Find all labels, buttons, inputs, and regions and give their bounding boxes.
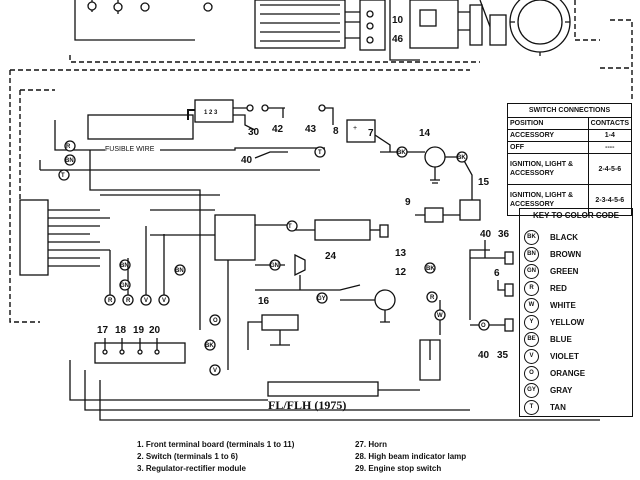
legend-item: 29. Engine stop switch [355, 464, 442, 473]
table-row: IGNITION, LIGHT & ACCESSORY 2-3-4-5-6 [507, 184, 633, 216]
label-18: 18 [115, 325, 127, 336]
table-row: ACCESSORY 1-4 [507, 129, 633, 142]
wire-v3: V [213, 368, 217, 374]
label-40a: 40 [241, 155, 253, 166]
label-40b: 40 [480, 229, 492, 240]
legend-item: 3. Regulator-rectifier module [137, 464, 246, 473]
wire-bk1: BK [397, 150, 406, 156]
switch-connections-table: SWITCH CONNECTIONS POSITION CONTACTS ACC… [507, 103, 633, 216]
table-row: OFF ---- [507, 141, 633, 154]
wire-bn2: BN [120, 263, 129, 269]
label-35: 35 [497, 350, 509, 361]
center-module [214, 214, 256, 261]
wire-t3: T [288, 224, 292, 230]
legend-item: 27. Horn [355, 440, 388, 449]
legend-item: 28. High beam indicator lamp [355, 452, 467, 461]
label-36: 36 [498, 229, 510, 240]
legend-item: 1. Front terminal board (terminals 1 to … [137, 440, 295, 449]
col-contacts-header: CONTACTS [587, 117, 633, 130]
label-40c: 40 [478, 350, 490, 361]
label-46: 46 [392, 34, 404, 45]
wire-r1: R [66, 144, 71, 150]
label-10: 10 [392, 15, 404, 26]
col-position-header: POSITION [507, 117, 589, 130]
wire-bn3: BN [175, 268, 184, 274]
switch-table-title: SWITCH CONNECTIONS [507, 103, 632, 117]
svg-text:1 2 3: 1 2 3 [204, 110, 218, 116]
wire-r3: R [126, 298, 131, 304]
label-15: 15 [478, 177, 490, 188]
diagram-title: FL/FLH (1975) [268, 398, 346, 412]
wire-gn2: GN [120, 283, 129, 289]
label-42: 42 [272, 124, 284, 135]
fusible-wire-label: FUSIBLE WIRE [105, 146, 155, 153]
wire-v1: V [144, 298, 148, 304]
wire-o2: O [213, 318, 218, 324]
table-row: IGNITION, LIGHT & ACCESSORY 2-4-5-6 [507, 153, 633, 185]
label-9: 9 [405, 197, 411, 208]
regulator-area: 1 2 3 30 42 43 + 8 7 [87, 99, 391, 152]
legend-item: 2. Switch (terminals 1 to 6) [137, 452, 238, 461]
label-8: 8 [333, 126, 339, 137]
label-6: 6 [494, 268, 500, 279]
label-16: 16 [258, 296, 270, 307]
wire-r4: R [430, 295, 435, 301]
wire-t1: T [318, 150, 322, 156]
wire-bn1: BN [65, 158, 74, 164]
terminal-board [19, 150, 220, 276]
svg-text:+: + [353, 125, 357, 132]
wire-gy1: GY [317, 296, 326, 302]
label-13: 13 [395, 248, 407, 259]
top-section: 10 46 [69, 0, 633, 100]
label-19: 19 [133, 325, 145, 336]
wire-gn1: GN [270, 263, 279, 269]
wire-bk4: BK [426, 266, 435, 272]
label-30: 30 [248, 127, 260, 138]
parts-legend: 1. Front terminal board (terminals 1 to … [137, 440, 617, 480]
wire-bk3: BK [205, 343, 214, 349]
label-7: 7 [368, 128, 374, 139]
label-43: 43 [305, 124, 317, 135]
label-12: 12 [395, 267, 407, 278]
outer-frame [9, 67, 632, 323]
wire-o1: O [481, 323, 486, 329]
label-20: 20 [149, 325, 161, 336]
wire-r2: R [108, 298, 113, 304]
wire-v2: V [162, 298, 166, 304]
bottom-module [267, 381, 379, 397]
label-24: 24 [325, 251, 337, 262]
label-17: 17 [97, 325, 109, 336]
label-14: 14 [419, 128, 431, 139]
wire-bk2: BK [457, 155, 466, 161]
wire-t2: T [61, 173, 65, 179]
wire-w1: W [437, 313, 443, 319]
color-key-title: KEY TO COLOR CODE [533, 211, 619, 220]
